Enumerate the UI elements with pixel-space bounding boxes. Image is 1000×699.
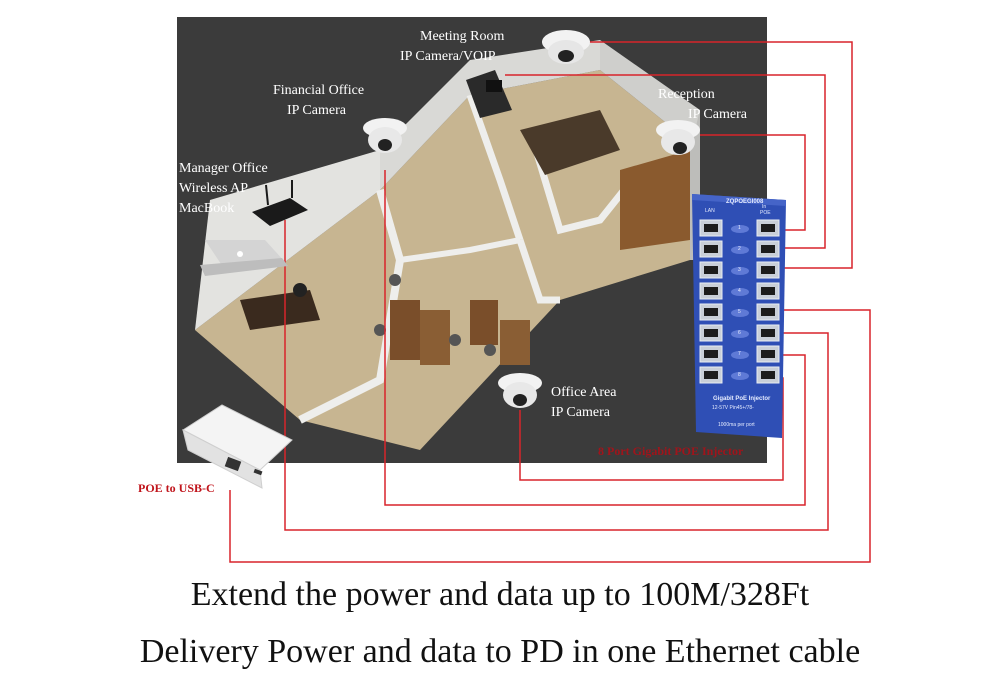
label-office-area-line1: Office Area <box>551 385 617 400</box>
port-socket <box>704 371 718 379</box>
port-socket <box>704 308 718 316</box>
port-socket <box>761 308 775 316</box>
reception-camera <box>656 120 700 155</box>
port-number-label: 6 <box>738 330 741 336</box>
label-manager-office: Manager Office Wireless AP MacBook <box>179 159 268 219</box>
macbook <box>200 240 288 276</box>
port-number-badge <box>731 246 749 254</box>
label-financial-office-line2: IP Camera <box>287 103 346 118</box>
port-socket <box>761 350 775 358</box>
cable-poe-to-usbc <box>229 309 871 563</box>
port-socket <box>704 224 718 232</box>
label-manager-office-line2: Wireless AP <box>179 181 249 196</box>
injector-rating: 1000ma per port <box>718 422 755 428</box>
poe-to-usbc-label: POE to USB-C <box>138 481 215 495</box>
label-meeting-room-line2: IP Camera/VOIP <box>400 49 496 64</box>
port-number-label: 3 <box>738 267 741 273</box>
label-office-area: Office Area IP Camera <box>551 383 616 423</box>
label-financial-office: Financial Office IP Camera <box>273 81 364 121</box>
port-number-badge <box>731 351 749 359</box>
voip-phone <box>466 70 512 118</box>
port-socket <box>704 245 718 253</box>
injector-title: 8 Port Gigabit POE Injector <box>598 444 744 458</box>
office-floorplan <box>195 40 700 450</box>
label-reception-line2: IP Camera <box>688 107 747 122</box>
port-number-badge <box>731 372 749 380</box>
cable-meeting-camera <box>585 41 853 269</box>
ethernet-cables <box>229 41 871 563</box>
injector-lan-label: LAN <box>705 208 715 214</box>
port-number-badge <box>731 309 749 317</box>
cable-voip-phone <box>505 74 826 249</box>
label-financial-office-line1: Financial Office <box>273 83 365 98</box>
port-number-label: 5 <box>738 309 741 315</box>
port-number-badge <box>731 267 749 275</box>
label-office-area-line2: IP Camera <box>551 405 610 420</box>
label-reception-line1: Reception <box>658 87 715 102</box>
label-manager-office-line3: MacBook <box>179 201 235 216</box>
injector-poe-label: POE <box>760 210 771 216</box>
port-number-badge <box>731 288 749 296</box>
port-number-label: 7 <box>738 351 741 357</box>
meeting-room-camera <box>542 30 590 64</box>
port-socket <box>761 287 775 295</box>
cable-financial-camera <box>384 170 806 506</box>
port-socket <box>761 224 775 232</box>
wireless-ap <box>252 180 308 226</box>
label-manager-office-line1: Manager Office <box>179 161 268 176</box>
injector-model: ZQPOEGI008 <box>726 199 764 205</box>
injector-product-name: Gigabit PoE Injector <box>713 396 771 402</box>
poe-to-usbc-adapter <box>182 404 293 489</box>
caption-line-1: Extend the power and data up to 100M/328… <box>190 576 810 613</box>
port-socket <box>704 329 718 337</box>
port-number-label: 8 <box>738 372 741 378</box>
port-socket <box>761 266 775 274</box>
port-socket <box>761 329 775 337</box>
office-area-camera <box>498 373 542 408</box>
port-socket <box>704 287 718 295</box>
injector-spec-line: 12-57V Pin45+/78- <box>712 405 754 411</box>
port-number-label: 2 <box>738 246 741 252</box>
port-number-badge <box>731 330 749 338</box>
port-socket <box>761 245 775 253</box>
cable-reception-camera <box>700 134 806 231</box>
financial-office-camera <box>363 118 407 153</box>
label-meeting-room-line1: Meeting Room <box>420 29 505 44</box>
port-socket <box>761 371 775 379</box>
label-meeting-room: Meeting Room IP Camera/VOIP <box>400 27 505 67</box>
label-reception: Reception IP Camera <box>658 85 747 125</box>
port-socket <box>704 266 718 274</box>
port-socket <box>704 350 718 358</box>
caption-line-2: Delivery Power and data to PD in one Eth… <box>139 633 861 670</box>
port-number-badge <box>731 225 749 233</box>
poe-injector-device <box>692 194 786 438</box>
port-number-label: 1 <box>738 225 741 231</box>
port-number-label: 4 <box>738 288 741 294</box>
injector-in-label: In <box>762 204 767 210</box>
cable-wireless-ap <box>284 220 829 531</box>
